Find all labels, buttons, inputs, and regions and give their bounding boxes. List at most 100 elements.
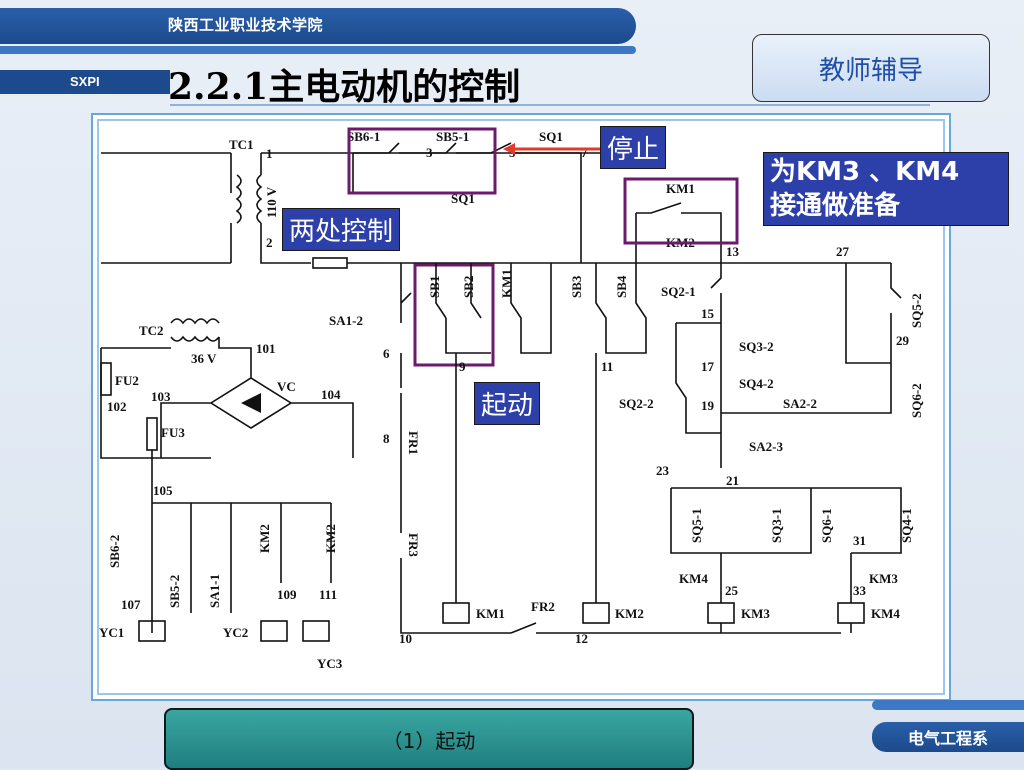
label-km4-coil: KM4: [871, 606, 900, 621]
label-n105: 105: [153, 483, 173, 498]
km2-coil: [582, 602, 610, 624]
label-n109: 109: [277, 587, 297, 602]
label-n12: 12: [575, 631, 588, 646]
label-sb1: SB1: [427, 276, 442, 298]
yc3-coil: [302, 620, 330, 642]
tc1-primary-wire: [101, 152, 232, 264]
label-fu2: FU2: [115, 373, 139, 388]
label-yc1: YC1: [99, 625, 124, 640]
label-sb6-2: SB6-2: [107, 535, 122, 568]
caption-bar: （1）起动: [164, 708, 694, 770]
tc1-primary-coil: [235, 174, 242, 224]
label-n11: 11: [601, 359, 613, 374]
label-sq3-2: SQ3-2: [739, 339, 774, 354]
interlock-grid: [670, 487, 902, 554]
label-sb5-2: SB5-2: [167, 575, 182, 608]
label-n15: 15: [701, 306, 715, 321]
stop-highlight-box: [347, 127, 497, 195]
slide-title: 2.2.1主电动机的控制: [168, 66, 521, 108]
km1-coil: [442, 602, 470, 624]
department-label: 电气工程系: [872, 722, 1024, 752]
vc-wiring: [100, 337, 354, 459]
label-n23: 23: [656, 463, 670, 478]
label-tc1: TC1: [229, 137, 254, 152]
label-n9: 9: [459, 359, 466, 374]
yc-bus: [151, 450, 332, 633]
label-vc: VC: [277, 379, 296, 394]
label-sa1-1: SA1-1: [207, 574, 222, 608]
label-n6: 6: [383, 346, 390, 361]
circuit-diagram: TC1 1 2 110 V SB6-1 SB5-1 3 5 SQ1 7 SQ1 …: [99, 127, 924, 671]
label-n107: 107: [121, 597, 141, 612]
left-chain: [400, 263, 511, 634]
label-110v: 110 V: [264, 186, 279, 218]
start-highlight-box: [413, 263, 495, 367]
label-n31: 31: [853, 533, 866, 548]
label-km3-coil: KM3: [741, 606, 770, 621]
label-tc2: TC2: [139, 323, 164, 338]
callout-two-place-control: 两处控制: [282, 208, 401, 251]
label-36v: 36 V: [191, 351, 217, 366]
label-sa1-2: SA1-2: [329, 313, 363, 328]
yc1-coil: [138, 620, 166, 642]
label-sq5-2: SQ5-2: [909, 293, 924, 328]
label-yc2: YC2: [223, 625, 248, 640]
label-sq1: SQ1: [539, 129, 563, 144]
fu2-fuse: [100, 362, 112, 396]
label-sa2-2: SA2-2: [783, 396, 817, 411]
label-sq6-1: SQ6-1: [819, 508, 834, 543]
label-km1-coil: KM1: [476, 606, 505, 621]
label-n17: 17: [701, 359, 715, 374]
km3-coil: [707, 602, 735, 624]
label-fr1: FR1: [406, 431, 421, 455]
label-km1-top: KM1: [666, 181, 695, 196]
sxpi-strip: [0, 70, 170, 94]
label-km4-contact: KM4: [679, 571, 708, 586]
diode-symbol: [241, 393, 261, 413]
label-sb2: SB2: [461, 276, 476, 298]
label-km3-contact: KM3: [869, 571, 898, 586]
callout-start: 起动: [474, 382, 541, 425]
label-n13: 13: [726, 244, 740, 259]
label-n33: 33: [853, 583, 867, 598]
km4-coil: [837, 602, 865, 624]
label-n102: 102: [107, 399, 127, 414]
label-n2: 2: [266, 235, 273, 250]
sq2-branch: [675, 263, 722, 468]
label-n1: 1: [266, 146, 273, 161]
header-bar: [0, 8, 636, 44]
teacher-guide-button[interactable]: 教师辅导: [752, 34, 990, 102]
label-sq2-1: SQ2-1: [661, 284, 696, 299]
label-n7: 7: [581, 145, 588, 160]
yc2-coil: [260, 620, 288, 642]
sb3-sb4-branch: [595, 263, 647, 603]
km3-km4-wires: [720, 553, 852, 633]
callout-km-line1: 为KM3 、KM4: [770, 157, 960, 187]
school-name: 陕西工业职业技术学院: [168, 16, 324, 34]
stop-chain: [352, 142, 581, 193]
label-sq6-2: SQ6-2: [909, 383, 924, 418]
callout-km-line2: 接通做准备: [770, 191, 901, 221]
tc2-coils: [170, 318, 220, 342]
callout-km-prepare: 为KM3 、KM4 接通做准备: [763, 152, 1009, 226]
label-sb4: SB4: [614, 275, 629, 298]
tc1-secondary-coil: [256, 174, 263, 224]
label-sb5-1: SB5-1: [436, 129, 469, 144]
label-n21: 21: [726, 473, 739, 488]
label-n103: 103: [151, 389, 171, 404]
label-sq3-1: SQ3-1: [769, 508, 784, 543]
stop-arrow-head: [503, 143, 515, 155]
label-sq4-1: SQ4-1: [899, 508, 914, 543]
label-n104: 104: [321, 387, 341, 402]
title-underline: [170, 104, 930, 106]
fr2-contact: [510, 622, 841, 634]
label-sq1b: SQ1: [451, 191, 475, 206]
start-contacts: [435, 263, 552, 354]
km-highlight-box: [623, 177, 739, 245]
fu3-fuse: [146, 417, 158, 451]
label-km2-coil: KM2: [615, 606, 644, 621]
label-sb6-1: SB6-1: [347, 129, 380, 144]
label-yc3: YC3: [317, 656, 343, 671]
label-n101: 101: [256, 341, 276, 356]
label-sa2-3: SA2-3: [749, 439, 783, 454]
